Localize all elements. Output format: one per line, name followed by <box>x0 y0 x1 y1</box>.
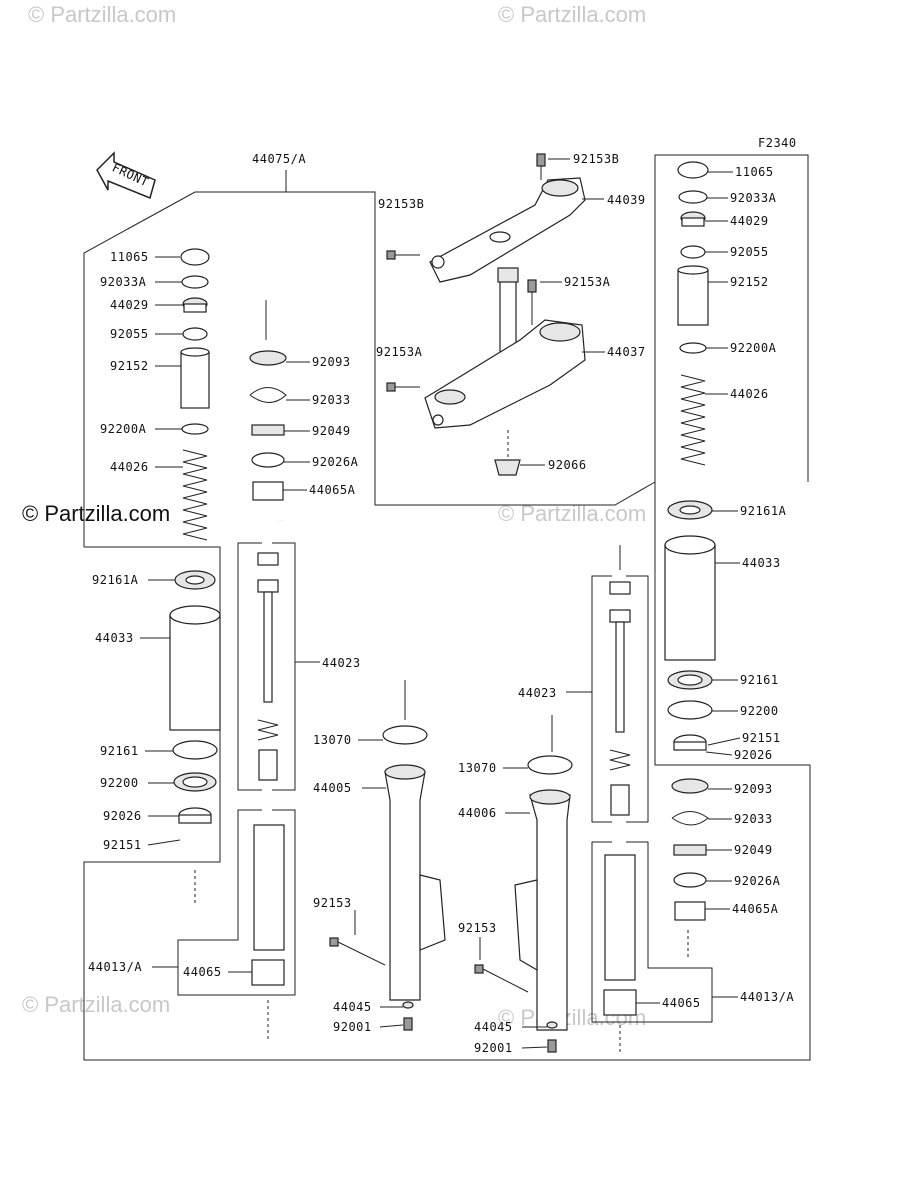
callout-44045-center: 44045 <box>333 1000 372 1014</box>
callout-44023-mid: 44023 <box>322 656 361 670</box>
callout-92066: 92066 <box>548 458 587 472</box>
callout-92153b-top: 92153B <box>573 152 619 166</box>
callout-92055-left: 92055 <box>110 327 149 341</box>
callout-92151-left: 92151 <box>103 838 142 852</box>
callout-92093-right: 92093 <box>734 782 773 796</box>
callout-44065a-mid: 44065A <box>309 483 356 497</box>
callout-44026-right: 44026 <box>730 387 769 401</box>
callout-44013a-left: 44013/A <box>88 960 142 974</box>
callout-92093-mid: 92093 <box>312 355 351 369</box>
watermark: © Partzilla.com <box>498 2 646 27</box>
bolt-92153b-part <box>386 250 420 392</box>
steering-stem-part <box>424 267 586 476</box>
callout-44006: 44006 <box>458 806 497 820</box>
callout-92033a-right: 92033A <box>730 191 777 205</box>
callout-92200-right: 92200 <box>740 704 779 718</box>
spring-icon <box>182 449 208 541</box>
callout-92026-left: 92026 <box>103 809 142 823</box>
callout-92153a-top: 92153A <box>564 275 611 289</box>
callout-44065a-right: 44065A <box>732 902 779 916</box>
callout-92152-left: 92152 <box>110 359 149 373</box>
callout-13070-right: 13070 <box>458 761 497 775</box>
callout-92026-right: 92026 <box>734 748 773 762</box>
callout-13070-center: 13070 <box>313 733 352 747</box>
callout-92151-right: 92151 <box>742 731 781 745</box>
figure-code: F2340 <box>758 136 797 150</box>
callout-44005: 44005 <box>313 781 352 795</box>
callout-44029-left: 44029 <box>110 298 149 312</box>
callout-11065-left: 11065 <box>110 250 149 264</box>
callout-92033-right: 92033 <box>734 812 773 826</box>
callout-44065-left: 44065 <box>183 965 222 979</box>
callout-92153-right: 92153 <box>458 921 497 935</box>
left-fork-outer-tube <box>329 680 446 1031</box>
watermark: © Partzilla.com <box>278 519 285 522</box>
fork-tube-box-right <box>566 575 713 1023</box>
middle-left-parts <box>249 300 287 1040</box>
callout-92161-left: 92161 <box>100 744 139 758</box>
watermark: © Partzilla.com <box>22 992 170 1017</box>
callout-92055-right: 92055 <box>730 245 769 259</box>
callout-92153a-side: 92153A <box>376 345 423 359</box>
callout-44075a: 44075/A <box>252 152 306 166</box>
callout-44033-left: 44033 <box>95 631 134 645</box>
watermark: © Partzilla.com <box>22 501 170 526</box>
callout-92033-mid: 92033 <box>312 393 351 407</box>
callout-92001-center: 92001 <box>333 1020 372 1034</box>
callout-92026a-right: 92026A <box>734 874 781 888</box>
watermark: © Partzilla.com <box>28 2 176 27</box>
callout-44039: 44039 <box>607 193 646 207</box>
middle-right-parts <box>603 545 637 1055</box>
callout-11065-right: 11065 <box>735 165 774 179</box>
leader-lines <box>140 158 741 1049</box>
callout-44065-right: 44065 <box>662 996 701 1010</box>
callout-92200a-left: 92200A <box>100 422 147 436</box>
callout-44037: 44037 <box>607 345 646 359</box>
callout-92049-right: 92049 <box>734 843 773 857</box>
front-arrow-icon: FRONT <box>96 151 156 200</box>
callout-92161-right: 92161 <box>740 673 779 687</box>
callout-44033-right: 44033 <box>742 556 781 570</box>
callout-92153b-side: 92153B <box>378 197 424 211</box>
callout-92049-mid: 92049 <box>312 424 351 438</box>
callout-92152-right: 92152 <box>730 275 769 289</box>
callout-92026a-mid: 92026A <box>312 455 359 469</box>
spring-icon <box>680 374 706 466</box>
callout-92200a-right: 92200A <box>730 341 777 355</box>
callout-92161a-right: 92161A <box>740 504 787 518</box>
callout-44029-right: 44029 <box>730 214 769 228</box>
callout-44026-left: 44026 <box>110 460 149 474</box>
right-fork-outer-tube <box>474 715 573 1053</box>
callout-92161a-left: 92161A <box>92 573 139 587</box>
left-column-parts <box>169 248 221 905</box>
callout-44013a-right: 44013/A <box>740 990 794 1004</box>
callout-92001-right: 92001 <box>474 1041 513 1055</box>
callout-44045-right: 44045 <box>474 1020 513 1034</box>
upper-bracket-part <box>429 153 586 283</box>
right-column-parts <box>664 161 716 958</box>
callout-92153-center: 92153 <box>313 896 352 910</box>
callout-92200-left: 92200 <box>100 776 139 790</box>
callout-92033a-left: 92033A <box>100 275 147 289</box>
callout-44023-right: 44023 <box>518 686 557 700</box>
